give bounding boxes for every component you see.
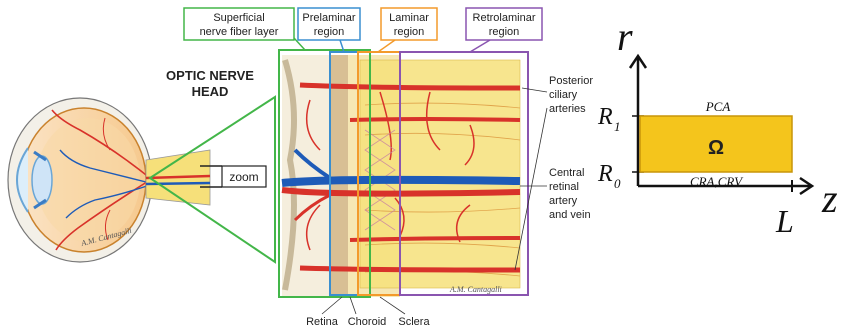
retina-label: Retina [306,316,339,328]
R1-subscript: 1 [614,119,621,134]
choroid-label: Choroid [348,316,387,328]
R0-label: R [597,161,613,187]
laminar-label-line2: region [394,26,425,38]
omega-label: Ω [708,137,724,159]
onh-title-line2: HEAD [192,84,229,99]
R1-label: R [597,104,613,130]
cra-label-line2: retinal [549,181,579,193]
prelaminar-label-line1: Prelaminar [302,12,356,24]
onh-title-line1: OPTIC NERVE [166,68,254,83]
zoom-label: zoom [229,170,258,184]
sclera-label: Sclera [398,316,430,328]
section-signature: A.M. Cantagalli [449,285,502,294]
domain-schematic: Ω PCA CRA,CRV r z L R 1 R 0 [597,14,838,239]
r-axis-label: r [617,14,633,59]
cra-label-line1: Central [549,167,584,179]
L-label: L [775,203,794,239]
R0-subscript: 0 [614,176,621,191]
eye-illustration: A.M. Cantagalli [8,98,210,262]
retrolaminar-label-line2: region [489,26,520,38]
cra-label-line3: artery [549,195,578,207]
retrolaminar-label-line1: Retrolaminar [473,12,536,24]
cra-crv-boundary-label: CRA,CRV [690,174,744,189]
prelaminar-label-line2: region [314,26,345,38]
laminar-label-line1: Laminar [389,12,429,24]
superficial-label-line2: nerve fiber layer [200,26,279,38]
pca-boundary-label: PCA [705,99,731,114]
pca-label-line2: ciliary [549,89,578,101]
pca-label-line3: arteries [549,103,586,115]
z-axis-label: z [821,176,838,221]
pca-label-line1: Posterior [549,75,593,87]
superficial-label-line1: Superficial [213,12,264,24]
cra-label-line4: and vein [549,209,591,221]
